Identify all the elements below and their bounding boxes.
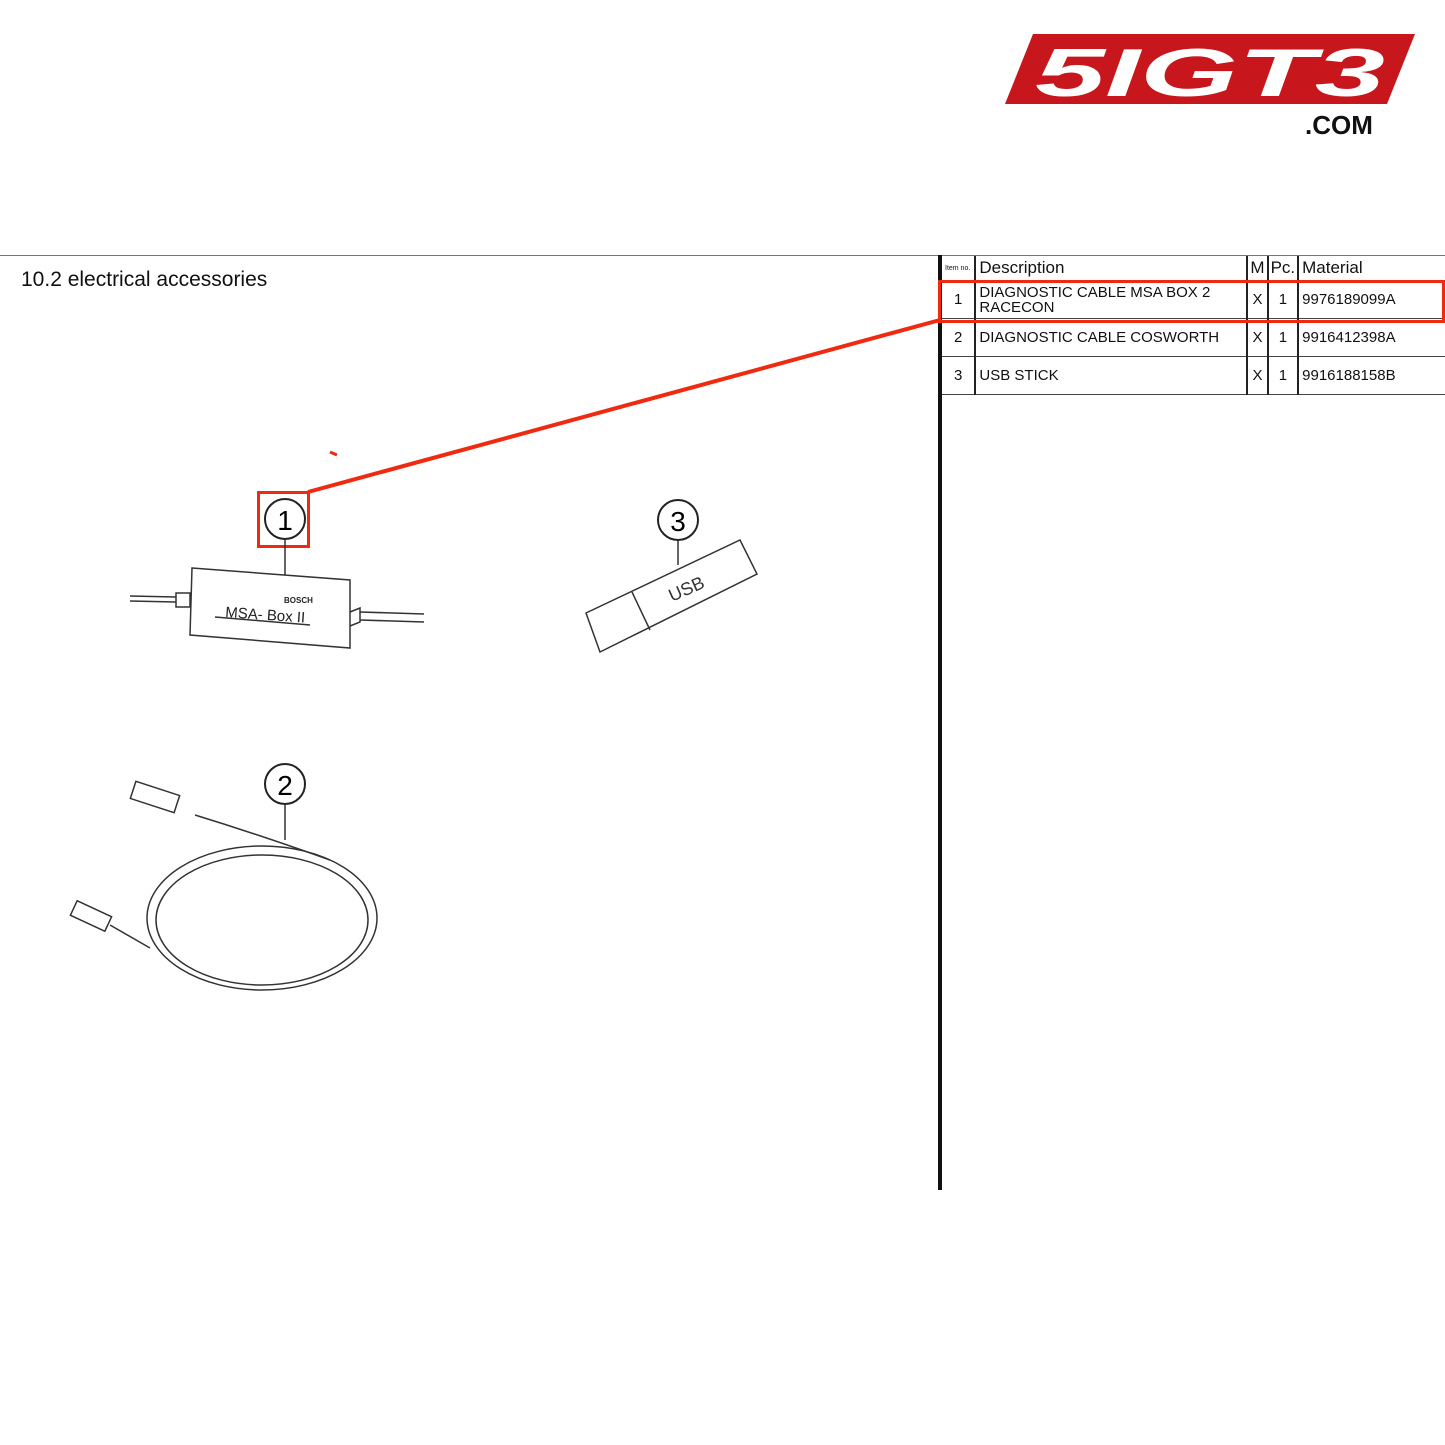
callout-highlight	[257, 491, 310, 548]
callout-label: 2	[277, 770, 293, 801]
box-label: MSA- Box II	[225, 604, 306, 627]
item-no: 2	[942, 318, 976, 357]
callout-label: 1	[277, 505, 293, 536]
leader-line	[307, 318, 941, 494]
callout-label: 3	[670, 506, 686, 537]
description: DIAGNOSTIC CABLE MSA BOX 2 RACECON	[974, 280, 1248, 319]
material: 9976189099A	[1297, 280, 1445, 319]
svg-text:5IGT3: 5IGT3	[1035, 35, 1385, 106]
logo-suffix: .COM	[1305, 110, 1373, 140]
callout-1	[264, 498, 306, 540]
pc: 1	[1266, 356, 1299, 395]
m: X	[1246, 280, 1268, 319]
parts-table: Item no. Description M Pc. Material 1 DI…	[942, 256, 1445, 395]
callout-2	[264, 763, 306, 805]
logo: 5IGT3	[1005, 34, 1415, 111]
material: 9916188158B	[1297, 356, 1445, 395]
table-row[interactable]: 1 DIAGNOSTIC CABLE MSA BOX 2 RACECON X 1…	[942, 280, 1445, 319]
table-row[interactable]: 3 USB STICK X 1 9916188158B	[942, 356, 1445, 395]
cable-drawing	[69, 780, 378, 991]
section-title: 10.2 electrical accessories	[21, 268, 268, 291]
msa-box-drawing	[129, 540, 425, 649]
header-m: M	[1246, 256, 1268, 281]
usb-stick-drawing	[585, 539, 759, 654]
description: DIAGNOSTIC CABLE COSWORTH	[974, 318, 1248, 357]
box-brand: BOSCH	[284, 596, 313, 605]
header-material: Material	[1297, 256, 1445, 281]
item-no: 1	[942, 280, 976, 319]
callout-3	[657, 499, 699, 541]
divider	[0, 255, 1445, 256]
material: 9916412398A	[1297, 318, 1445, 357]
m: X	[1246, 356, 1268, 395]
m: X	[1246, 318, 1268, 357]
description: USB STICK	[974, 356, 1248, 395]
pc: 1	[1266, 318, 1299, 357]
item-no: 3	[942, 356, 976, 395]
row-highlight	[938, 280, 1445, 323]
pc: 1	[1266, 280, 1299, 319]
table-row[interactable]: 2 DIAGNOSTIC CABLE COSWORTH X 1 99164123…	[942, 318, 1445, 357]
divider	[938, 255, 942, 1190]
